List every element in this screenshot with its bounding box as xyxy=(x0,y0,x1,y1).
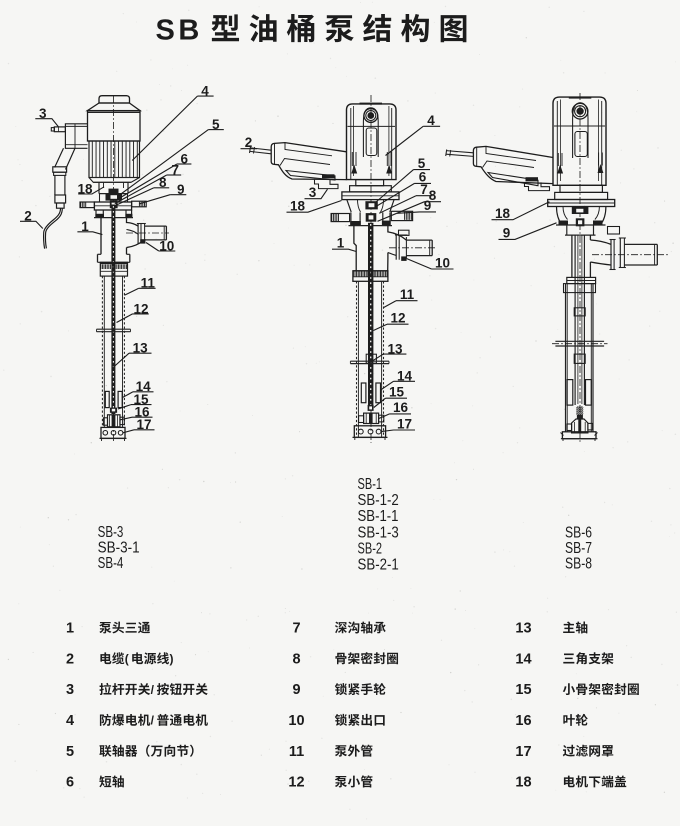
svg-text:9: 9 xyxy=(503,226,511,241)
svg-text:SB-8: SB-8 xyxy=(565,556,592,573)
svg-text:10: 10 xyxy=(435,255,450,270)
svg-text:5: 5 xyxy=(66,744,74,760)
svg-text:1: 1 xyxy=(81,219,89,234)
svg-text:12: 12 xyxy=(133,301,148,316)
svg-text:15: 15 xyxy=(133,392,149,407)
svg-text:11: 11 xyxy=(141,276,156,291)
svg-text:SB-2-1: SB-2-1 xyxy=(358,557,399,574)
svg-text:7: 7 xyxy=(292,621,300,637)
svg-text:15: 15 xyxy=(389,385,405,400)
svg-text:9: 9 xyxy=(424,198,432,213)
svg-text:(: ( xyxy=(125,652,129,666)
svg-text:8: 8 xyxy=(159,175,167,190)
svg-text:7: 7 xyxy=(171,162,179,177)
svg-text:18: 18 xyxy=(495,206,511,221)
svg-text:5: 5 xyxy=(212,117,220,132)
svg-text:18: 18 xyxy=(290,199,306,214)
svg-text:2: 2 xyxy=(245,135,253,150)
svg-text:3: 3 xyxy=(309,185,317,200)
svg-text:1: 1 xyxy=(66,621,74,637)
svg-text:SB: SB xyxy=(156,15,203,47)
svg-text:13: 13 xyxy=(133,341,149,356)
svg-text:SB-7: SB-7 xyxy=(565,540,592,557)
svg-text:SB-3: SB-3 xyxy=(98,524,124,541)
svg-text:4: 4 xyxy=(427,113,435,128)
svg-text:4: 4 xyxy=(201,84,209,99)
svg-text:10: 10 xyxy=(159,238,174,253)
svg-text:14: 14 xyxy=(397,369,413,384)
svg-text:4: 4 xyxy=(66,713,74,729)
svg-text:5: 5 xyxy=(418,156,426,171)
svg-text:6: 6 xyxy=(419,170,427,185)
svg-text:2: 2 xyxy=(66,651,74,667)
svg-text:SB-2: SB-2 xyxy=(358,540,383,557)
svg-text:/: / xyxy=(151,714,155,728)
svg-text:3: 3 xyxy=(66,682,74,698)
svg-text:9: 9 xyxy=(292,682,300,698)
svg-text:12: 12 xyxy=(390,311,405,326)
svg-text:SB-1-1: SB-1-1 xyxy=(358,508,399,525)
svg-text:SB-4: SB-4 xyxy=(98,555,124,572)
svg-text:17: 17 xyxy=(515,744,531,760)
svg-text:SB-3-1: SB-3-1 xyxy=(98,540,140,557)
svg-text:11: 11 xyxy=(289,744,304,760)
svg-text:13: 13 xyxy=(387,341,403,356)
svg-text:2: 2 xyxy=(24,209,32,224)
svg-text:13: 13 xyxy=(515,621,531,637)
svg-text:14: 14 xyxy=(515,651,531,667)
svg-text:6: 6 xyxy=(66,775,74,791)
svg-text:SB-6: SB-6 xyxy=(565,525,592,542)
svg-text:SB-1-2: SB-1-2 xyxy=(358,492,399,509)
svg-text:14: 14 xyxy=(136,379,152,394)
svg-text:11: 11 xyxy=(400,287,415,302)
svg-text:18: 18 xyxy=(515,775,531,791)
svg-text:3: 3 xyxy=(39,106,47,121)
svg-text:16: 16 xyxy=(393,400,409,415)
svg-text:10: 10 xyxy=(288,713,304,729)
svg-text:6: 6 xyxy=(180,151,188,166)
svg-text:/: / xyxy=(151,683,155,697)
svg-text:18: 18 xyxy=(77,181,93,196)
svg-text:8: 8 xyxy=(292,651,300,667)
svg-text:SB-1-3: SB-1-3 xyxy=(358,524,399,541)
svg-text:16: 16 xyxy=(134,405,150,420)
svg-text:SB-1: SB-1 xyxy=(358,476,383,493)
svg-text:16: 16 xyxy=(515,713,531,729)
svg-text:15: 15 xyxy=(515,682,531,698)
svg-text:1: 1 xyxy=(337,236,345,251)
svg-text:8: 8 xyxy=(429,188,437,203)
svg-text:): ) xyxy=(170,652,174,666)
svg-text:17: 17 xyxy=(397,416,412,431)
svg-text:7: 7 xyxy=(420,182,428,197)
svg-text:12: 12 xyxy=(288,775,304,791)
svg-text:9: 9 xyxy=(177,182,185,197)
svg-text:17: 17 xyxy=(136,417,151,432)
